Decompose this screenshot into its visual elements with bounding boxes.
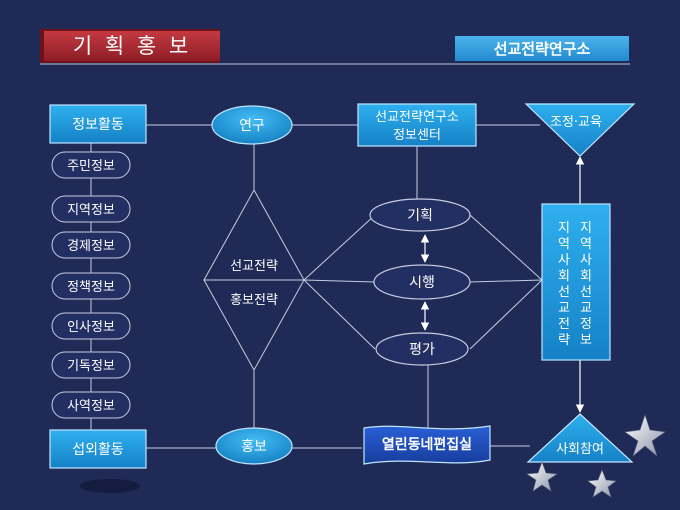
coordination-label: 조정·교육	[550, 115, 602, 130]
vertical-char: 정	[580, 317, 592, 332]
vertical-char: 교	[558, 301, 570, 316]
evaluation-node	[375, 332, 469, 366]
org-badge	[455, 36, 629, 61]
info-item-label: 인사정보	[67, 320, 115, 335]
editing-room-label: 열린동네편집실	[382, 436, 472, 453]
strategy-diamond	[203, 188, 305, 372]
pr-node	[215, 427, 293, 465]
vertical-char: 선	[558, 285, 570, 300]
info-item: 주민정보	[51, 151, 131, 179]
info-item-pill	[51, 151, 131, 179]
left-column: 정보활동 주민정보 지역정보 경제정보 정책정보 인사정보 기독정보 사역정보	[49, 104, 147, 493]
info-item-label: 주민정보	[67, 159, 115, 174]
vertical-char: 역	[580, 237, 592, 252]
arrows	[420, 156, 585, 413]
planning-label: 기획	[407, 208, 433, 224]
liaison-activity-label: 섭외활동	[72, 442, 124, 458]
vertical-char: 사	[558, 253, 570, 268]
info-item-label: 지역정보	[67, 203, 115, 218]
fan-right-planning	[469, 214, 543, 281]
regional-strategy-box	[541, 203, 611, 361]
info-item-label: 사역정보	[67, 399, 115, 414]
info-center-line2: 정보센터	[393, 128, 441, 143]
info-item: 기독정보	[51, 351, 131, 379]
info-item-pill	[51, 195, 131, 223]
vertical-char: 지	[580, 221, 592, 236]
execution-node	[373, 264, 471, 300]
fan-left-evaluation	[303, 279, 376, 350]
pr-strategy-label: 홍보전략	[230, 293, 278, 308]
vertical-char: 회	[580, 269, 592, 284]
info-center-box	[357, 103, 477, 147]
research-label: 연구	[239, 118, 265, 134]
fan-right-evaluation	[469, 279, 543, 350]
vertical-char: 선	[580, 285, 592, 300]
info-item-label: 정책정보	[67, 280, 115, 295]
planning-node	[369, 198, 471, 232]
info-center-line1: 선교전략연구소	[375, 110, 459, 125]
editing-room-banner	[363, 425, 491, 465]
info-item-pill	[51, 351, 131, 379]
vertical-char: 역	[558, 237, 570, 252]
fan-left-planning	[303, 214, 376, 281]
vertical-char: 회	[558, 269, 570, 284]
liaison-activity-box	[49, 429, 147, 469]
evaluation-label: 평가	[409, 342, 435, 358]
header: 기 획 홍 보 선교전략연구소	[40, 29, 630, 65]
info-activity-box	[49, 104, 147, 144]
vertical-char: 지	[558, 221, 570, 236]
execution-label: 시행	[409, 275, 435, 291]
info-item: 인사정보	[51, 312, 131, 340]
participation-node	[526, 413, 634, 463]
vertical-char: 전	[558, 317, 570, 332]
org-badge-label: 선교전략연구소	[494, 40, 591, 58]
info-item-pill	[51, 231, 131, 259]
regional-strategy-text: 지 역 사 회 선 교 전 략 지 역 사 회 선 교 정 보	[558, 221, 592, 348]
fan-left-execution	[303, 279, 376, 283]
vertical-char: 교	[580, 301, 592, 316]
vertical-char: 사	[580, 253, 592, 268]
mission-strategy-label: 선교전략	[230, 259, 278, 274]
info-item: 지역정보	[51, 195, 131, 223]
fan-right-execution	[469, 279, 543, 283]
info-activity-label: 정보활동	[72, 117, 124, 133]
research-node	[211, 105, 293, 145]
info-item-pill	[51, 391, 131, 419]
info-item-label: 경제정보	[67, 239, 115, 254]
participation-label: 사회참여	[556, 442, 604, 457]
shadow-smudge	[80, 479, 140, 493]
star-icon	[587, 469, 617, 498]
info-item-pill	[51, 312, 131, 340]
star-icon	[624, 414, 666, 457]
pr-label: 홍보	[241, 439, 267, 455]
vertical-char: 보	[580, 333, 592, 348]
title-banner	[44, 31, 220, 61]
info-item: 정책정보	[51, 272, 131, 300]
vertical-char: 략	[558, 333, 570, 348]
info-item-label: 기독정보	[67, 359, 115, 374]
page-title: 기 획 홍 보	[73, 34, 191, 58]
coordination-node	[524, 103, 636, 157]
info-item: 사역정보	[51, 391, 131, 419]
info-item-pill	[51, 272, 131, 300]
info-item: 경제정보	[51, 231, 131, 259]
star-icon	[526, 461, 558, 492]
